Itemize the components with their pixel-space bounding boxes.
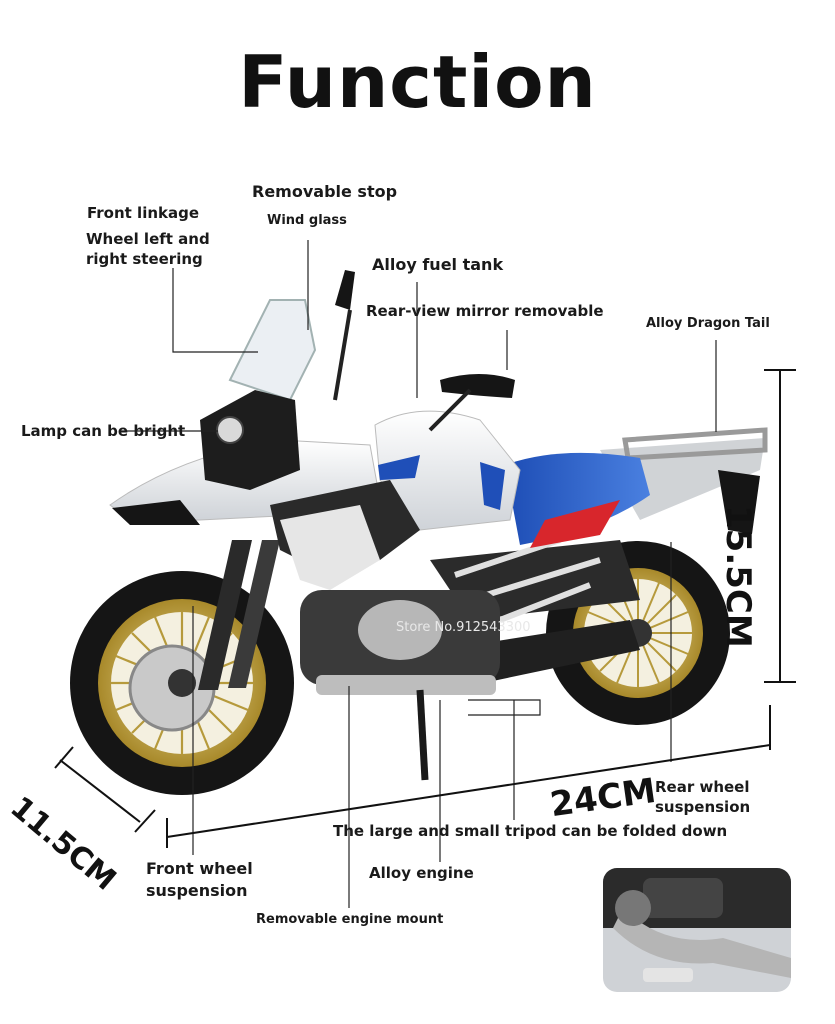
dimension-height: 15.5CM (718, 505, 758, 648)
label-tripod: The large and small tripod can be folded… (333, 822, 728, 840)
label-rear-view-mirror: Rear-view mirror removable (366, 302, 604, 320)
label-lamp: Lamp can be bright (21, 422, 186, 440)
front-fork (198, 540, 280, 690)
label-alloy-dragon-tail: Alloy Dragon Tail (646, 316, 770, 331)
leader-lines (120, 240, 717, 908)
front-cockpit (200, 270, 515, 490)
label-wheel-steering-line1: Wheel left and (86, 230, 210, 248)
side-stand (416, 689, 429, 781)
label-alloy-fuel-tank: Alloy fuel tank (372, 255, 504, 274)
label-alloy-engine: Alloy engine (369, 864, 474, 882)
label-rear-wheel-line2: suspension (655, 798, 751, 816)
label-front-wheel-line2: suspension (146, 881, 248, 900)
seat (505, 452, 650, 548)
store-watermark: Store No.912543300 (396, 620, 531, 635)
label-wind-glass: Wind glass (267, 213, 347, 228)
page-title: Function (238, 40, 597, 124)
engine (300, 590, 500, 695)
label-engine-mount: Removable engine mount (256, 912, 444, 927)
label-front-wheel-line1: Front wheel (146, 859, 253, 878)
label-rear-wheel-line1: Rear wheel (655, 778, 750, 796)
dimension-lines (54, 369, 796, 848)
label-removable-stop: Removable stop (252, 182, 398, 201)
label-front-linkage: Front linkage (87, 204, 200, 222)
engine-detail-image (603, 868, 791, 992)
label-wheel-steering-line2: right steering (86, 250, 203, 268)
engine-detail-inset (603, 868, 791, 992)
